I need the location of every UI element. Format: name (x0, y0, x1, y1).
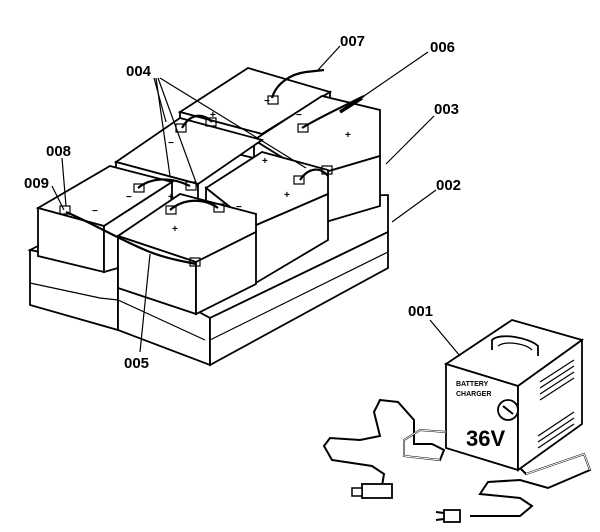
battery-charger: BATTERY CHARGER 36V (443, 319, 585, 472)
callout-008: 008 (46, 143, 71, 160)
svg-text:−: − (168, 138, 174, 149)
charger-cords (322, 398, 592, 523)
callout-005: 005 (124, 355, 149, 372)
battery-front-middle (115, 193, 257, 316)
callout-006: 006 (430, 39, 455, 56)
callout-007: 007 (340, 33, 365, 50)
svg-text:+: + (210, 110, 216, 121)
svg-text:−: − (92, 206, 98, 217)
charger-vents (537, 359, 575, 449)
svg-text:+: + (172, 224, 178, 235)
callout-009: 009 (24, 175, 49, 192)
charger-voltage-label: 36V (466, 426, 505, 451)
svg-text:CHARGER: CHARGER (456, 391, 491, 398)
battery-connector-plug (361, 483, 393, 499)
svg-text:−: − (296, 110, 302, 121)
callout-004: 004 (126, 63, 152, 80)
callout-003: 003 (434, 101, 459, 118)
callout-002: 002 (436, 177, 461, 194)
svg-text:+: + (345, 130, 351, 141)
interconnect-cables (59, 68, 365, 267)
svg-text:−: − (236, 202, 242, 213)
ac-plug (443, 509, 461, 523)
callout-001: 001 (408, 303, 433, 320)
leader-lines (51, 45, 461, 357)
svg-text:+: + (262, 156, 268, 167)
svg-text:+: + (284, 190, 290, 201)
svg-text:BATTERY: BATTERY (456, 381, 489, 388)
svg-text:−: − (126, 192, 132, 203)
terminal-marks: − + − + − + − + − + + − (92, 96, 351, 235)
callout-labels: 007 006 004 003 008 002 009 005 001 (24, 33, 461, 372)
svg-text:+: + (168, 192, 174, 203)
svg-text:−: − (264, 96, 270, 107)
